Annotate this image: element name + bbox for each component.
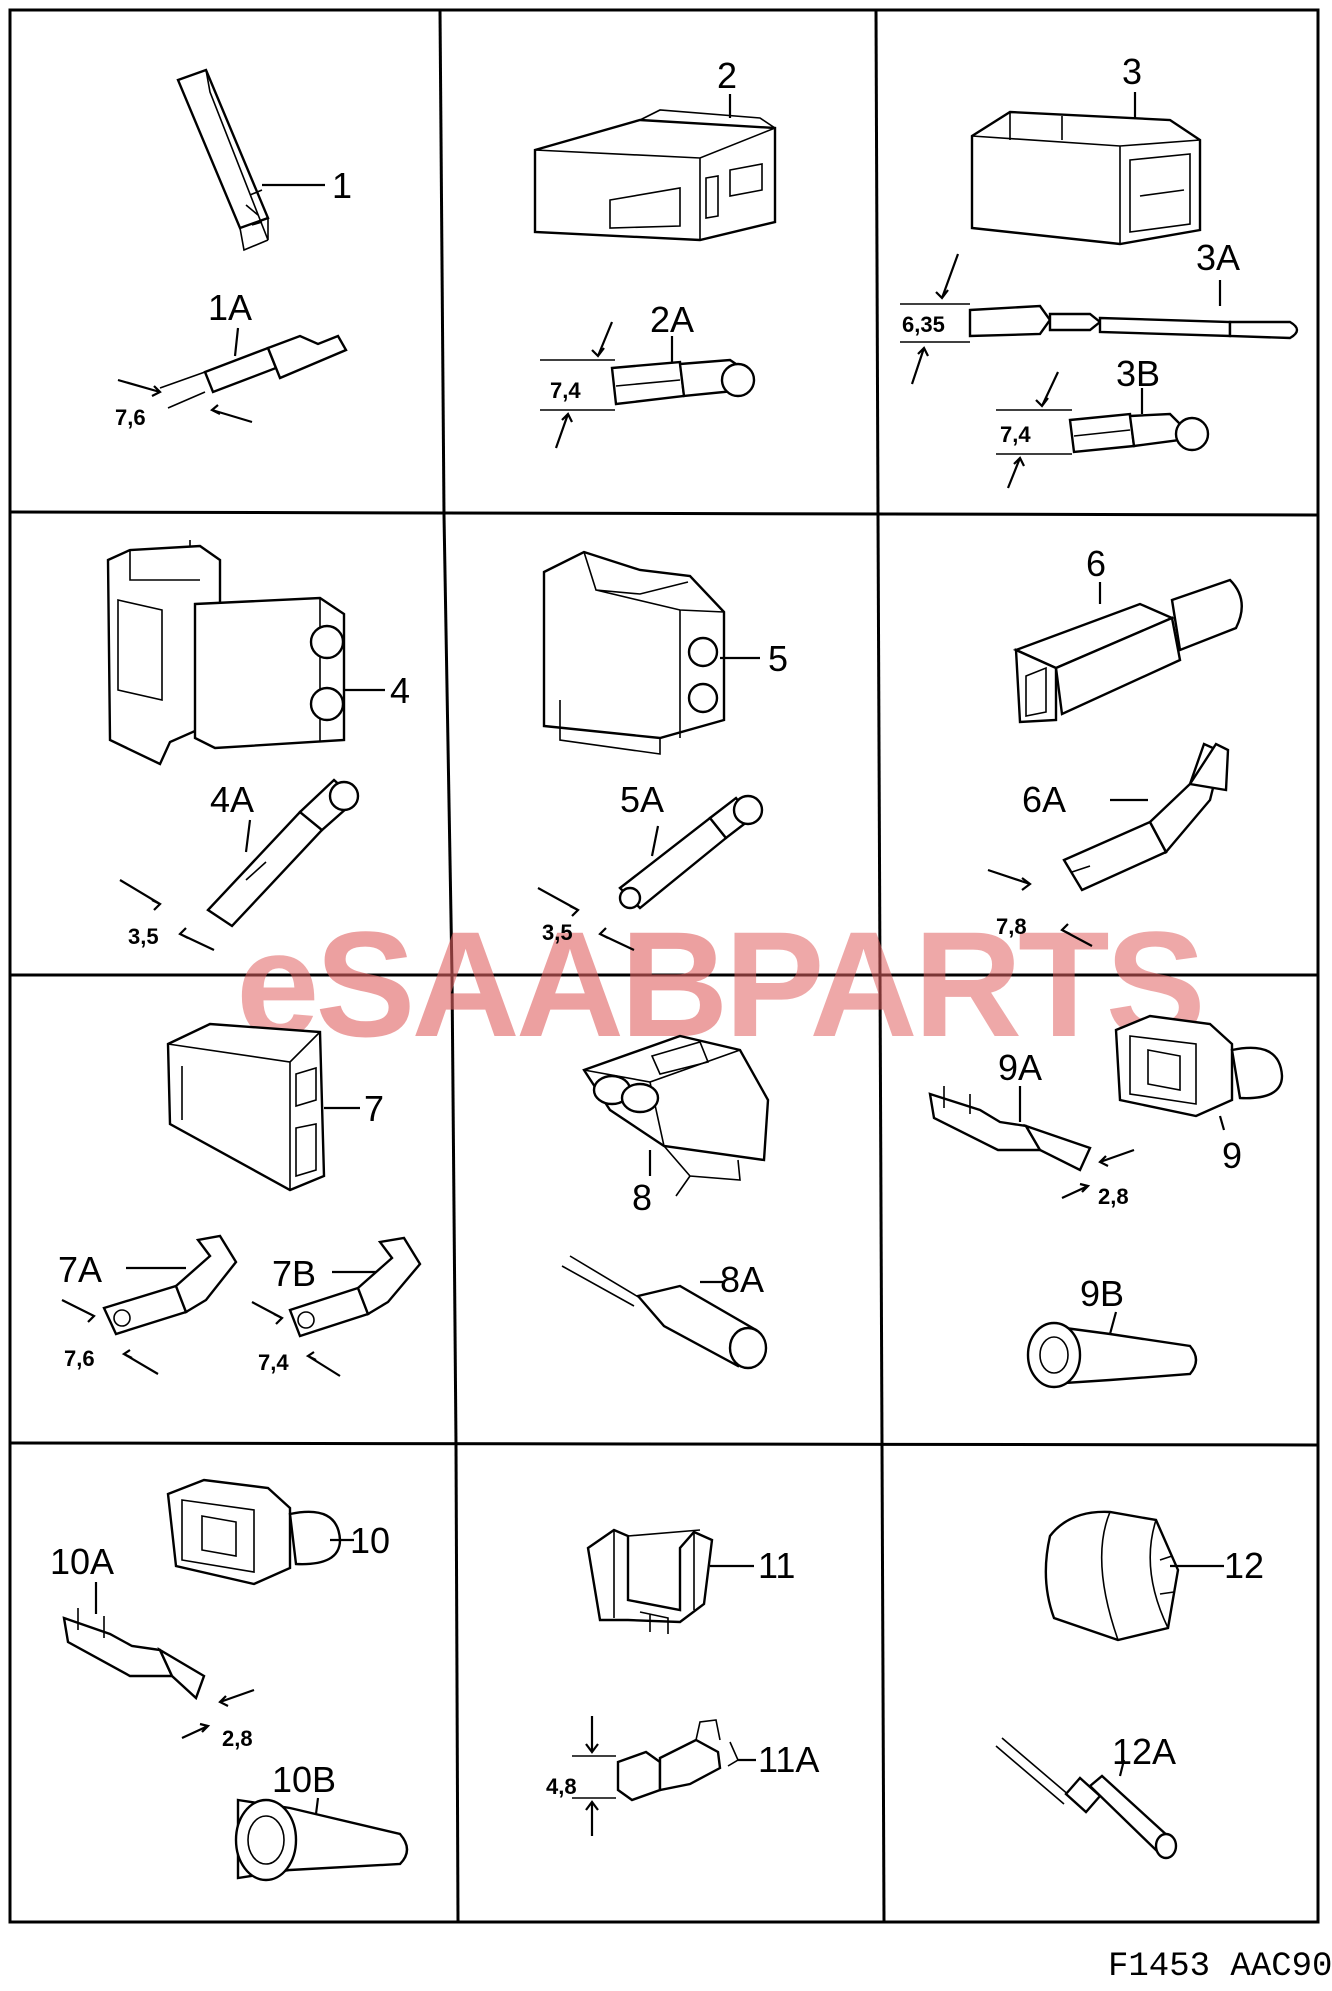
- dimension-label-11a: 4,8: [546, 1774, 577, 1799]
- dimension-label-5a: 3,5: [542, 920, 573, 945]
- part-label-12a: 12A: [1112, 1731, 1176, 1772]
- part-label-9b: 9B: [1080, 1273, 1124, 1314]
- part-label-3b: 3B: [1116, 353, 1160, 394]
- part-label-5: 5: [768, 638, 788, 679]
- terminal-11a: [616, 1719, 756, 1802]
- dimension-arrows-7b: [251, 1301, 341, 1377]
- dimension-label-9a: 2,8: [1098, 1184, 1129, 1209]
- dimension-arrows-2a: [540, 321, 615, 449]
- dimension-arrows-5a: [537, 887, 635, 951]
- dimension-arrows-3b: [996, 371, 1072, 489]
- part-label-10: 10: [350, 1520, 390, 1561]
- dimension-label-7a: 7,6: [64, 1346, 95, 1371]
- connector-7: [166, 1022, 360, 1192]
- figure-code: F1453 AAC90: [1108, 1948, 1332, 1986]
- panel-grid: [8, 8, 1320, 1924]
- connector-12: [1044, 1510, 1224, 1642]
- terminal-7a: [102, 1234, 238, 1336]
- terminal-3b: [1068, 388, 1210, 454]
- terminal-5a: [618, 794, 764, 910]
- dimension-arrows-7a: [61, 1299, 159, 1375]
- dimension-arrows-10a: [181, 1688, 255, 1739]
- terminal-3a: [968, 280, 1299, 340]
- terminal-6a: [1062, 742, 1230, 892]
- part-label-10b: 10B: [272, 1759, 336, 1800]
- part-label-9a: 9A: [998, 1047, 1042, 1088]
- terminal-10a: [62, 1582, 206, 1701]
- watermark: eSAABPARTS: [236, 900, 1202, 1068]
- dimension-label-1a: 7,6: [115, 405, 146, 430]
- dimension-label-2a: 7,4: [550, 378, 581, 403]
- part-label-6a: 6A: [1022, 779, 1066, 820]
- dimension-label-4a: 3,5: [128, 924, 159, 949]
- dimension-arrows-3a: [900, 253, 970, 385]
- connector-5: [542, 550, 760, 755]
- connector-6: [1012, 578, 1243, 724]
- terminal-9b: [1026, 1311, 1198, 1389]
- part-label-1: 1: [332, 165, 352, 206]
- connector-8: [582, 1034, 770, 1197]
- connector-9: [1114, 1014, 1284, 1131]
- part-label-7a: 7A: [58, 1249, 102, 1290]
- terminal-9a: [928, 1086, 1092, 1172]
- terminal-2a: [610, 336, 756, 406]
- part-label-2: 2: [717, 55, 737, 96]
- part-label-8: 8: [632, 1177, 652, 1218]
- part-label-11: 11: [758, 1545, 795, 1586]
- connector-2: [533, 94, 777, 242]
- part-label-4a: 4A: [210, 779, 254, 820]
- part-label-9: 9: [1222, 1135, 1242, 1176]
- connector-1: [176, 68, 325, 252]
- terminal-12a: [995, 1737, 1178, 1860]
- part-label-5a: 5A: [620, 779, 664, 820]
- dimension-arrows-11a: [572, 1716, 616, 1836]
- part-label-3a: 3A: [1196, 237, 1240, 278]
- dimension-label-3a: 6,35: [902, 312, 945, 337]
- part-label-3: 3: [1122, 51, 1142, 92]
- dimension-arrows-9a: [1061, 1148, 1135, 1199]
- dimension-label-6a: 7,8: [996, 914, 1027, 939]
- part-label-10a: 10A: [50, 1541, 114, 1582]
- dimension-label-7b: 7,4: [258, 1350, 289, 1375]
- terminal-10b: [234, 1797, 409, 1882]
- dimension-arrows-1a: [117, 378, 253, 424]
- terminal-1a: [159, 327, 348, 409]
- part-label-2a: 2A: [650, 299, 694, 340]
- part-label-12: 12: [1224, 1545, 1264, 1586]
- dimension-arrows-4a: [119, 879, 215, 951]
- part-label-1a: 1A: [208, 287, 252, 328]
- dimension-arrows-6a: [987, 868, 1093, 947]
- part-label-6: 6: [1086, 543, 1106, 584]
- connector-3: [970, 92, 1202, 246]
- connector-10: [166, 1478, 354, 1586]
- connector-4: [106, 540, 385, 766]
- connector-11: [586, 1528, 754, 1634]
- terminal-7b: [288, 1236, 422, 1338]
- dimension-label-3b: 7,4: [1000, 422, 1031, 447]
- part-label-7b: 7B: [272, 1253, 316, 1294]
- part-label-7: 7: [364, 1088, 384, 1129]
- terminal-8a: [561, 1255, 768, 1370]
- part-label-11a: 11A: [758, 1739, 819, 1780]
- terminal-4a: [206, 778, 360, 928]
- dimension-label-10a: 2,8: [222, 1726, 253, 1751]
- part-label-8a: 8A: [720, 1259, 764, 1300]
- part-label-4: 4: [390, 670, 410, 711]
